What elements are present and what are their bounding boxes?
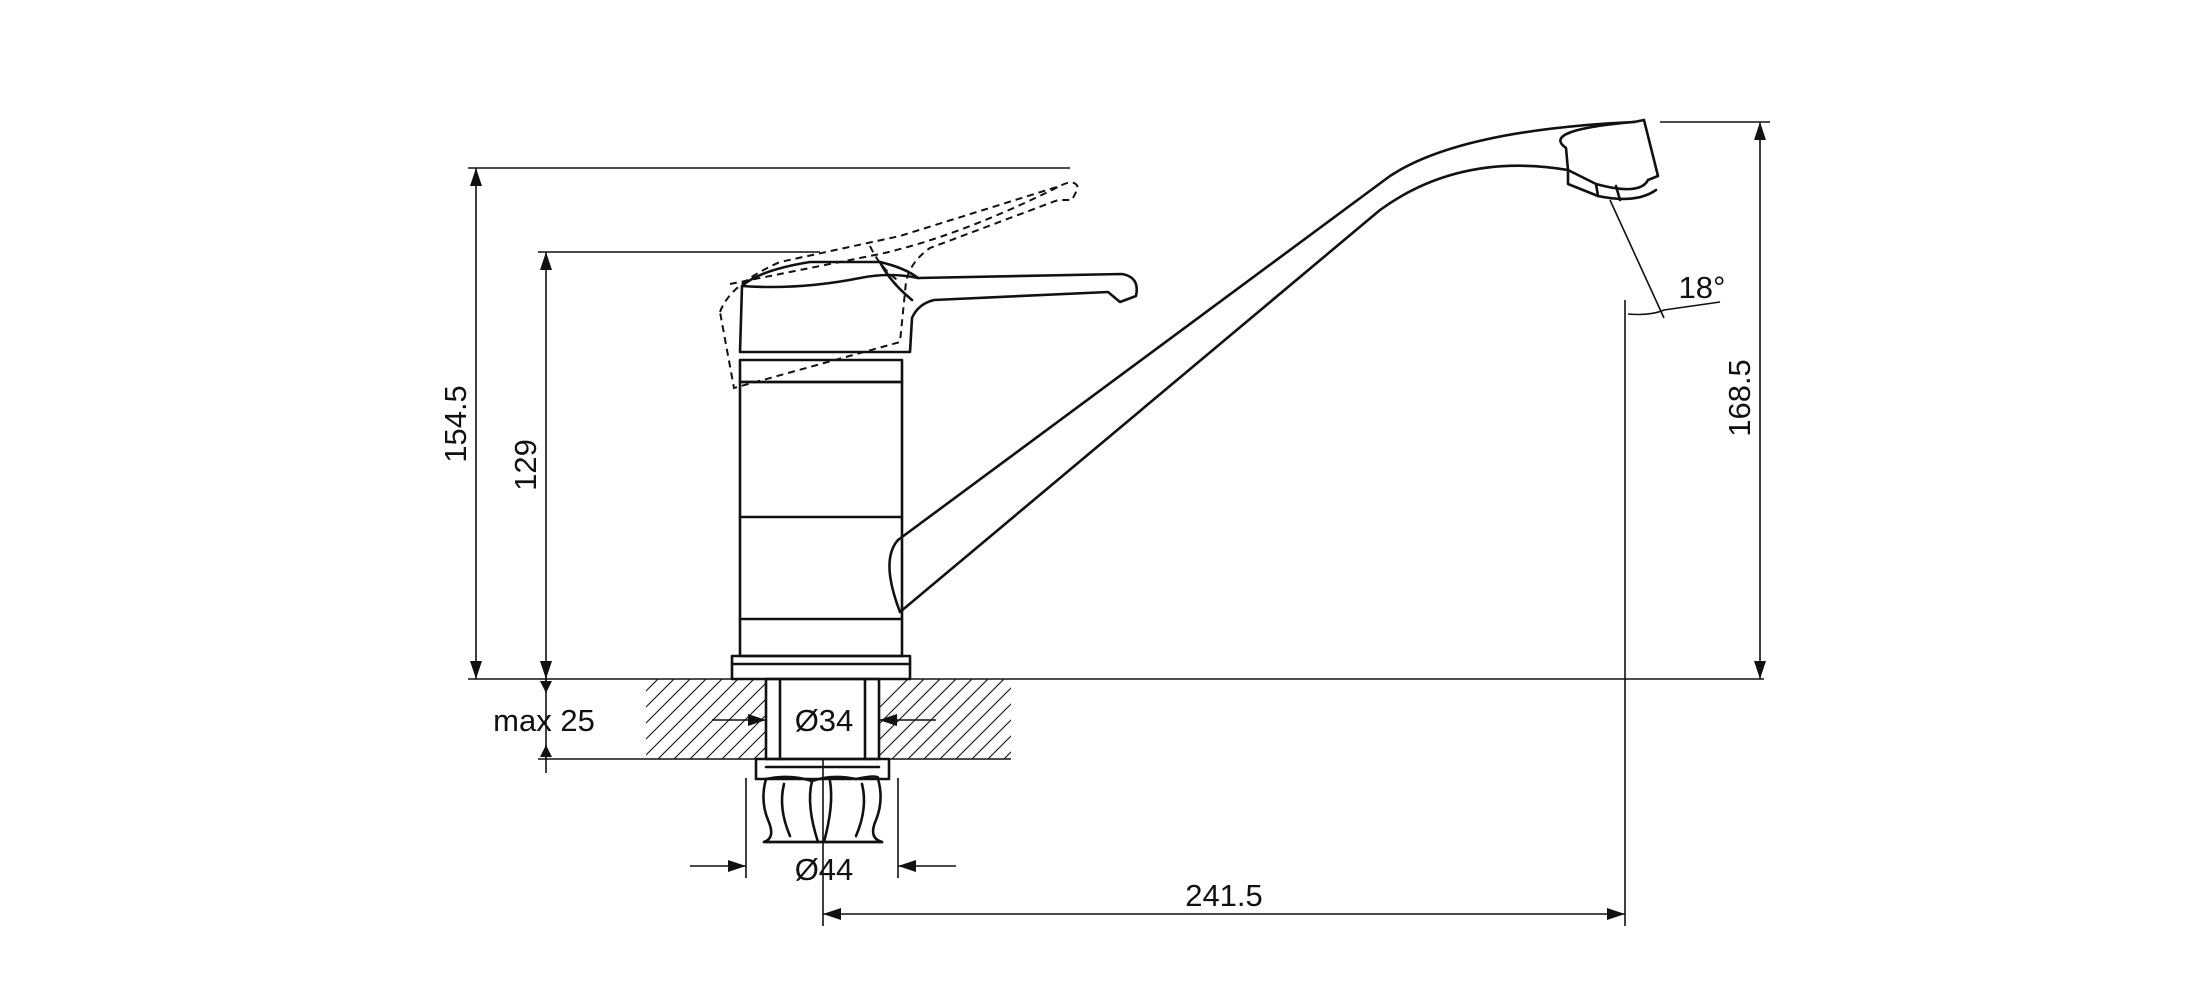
- faucet-body: [730, 358, 912, 681]
- dimension-label-nut-diameter: Ø44: [795, 852, 854, 887]
- dimension-label-max-thickness: max 25: [493, 703, 595, 738]
- dimension-label-body-height: 129: [508, 439, 543, 491]
- spout: [888, 118, 1660, 614]
- countertop-hatch-right: [879, 679, 1011, 759]
- lever-handle: [738, 260, 1138, 354]
- dimension-label-spout-reach: 241.5: [1185, 878, 1263, 913]
- dimension-lines: [468, 121, 1770, 926]
- dimension-label-total-height: 154.5: [438, 385, 473, 463]
- countertop-section: [646, 679, 1011, 760]
- lever-handle-raised-outline: [718, 181, 1080, 390]
- dimension-label-hole-diameter: Ø34: [795, 703, 854, 738]
- dimension-label-spout-angle: 18°: [1679, 270, 1726, 305]
- countertop-hatch-left: [646, 679, 766, 759]
- dimension-label-spout-height: 168.5: [1722, 359, 1757, 437]
